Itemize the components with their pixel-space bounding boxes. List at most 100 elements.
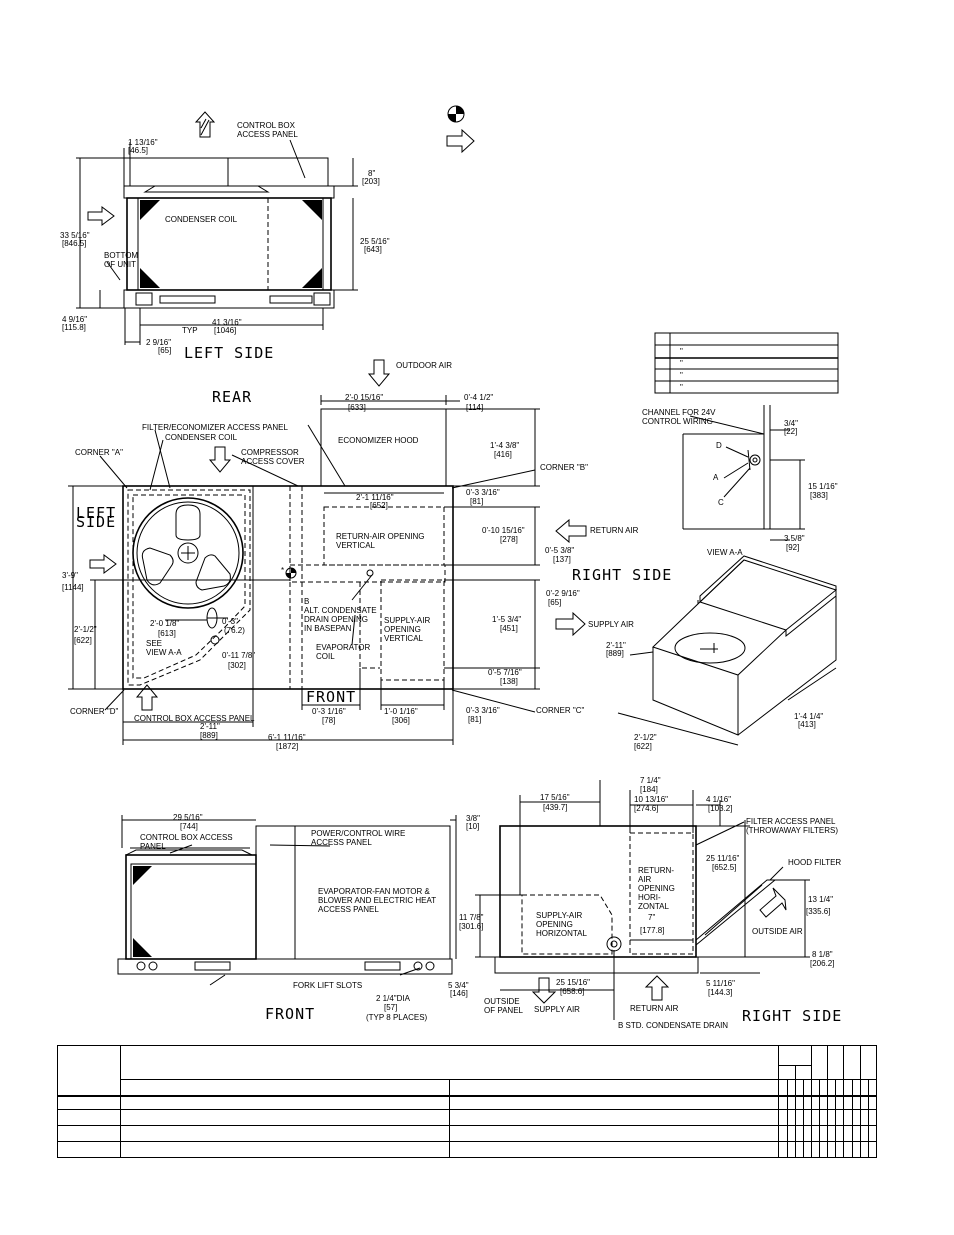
compressor-arrow-icon [208,446,232,473]
view-aa-title: VIEW A-A [707,548,743,557]
typ-label: (TYP 8 PLACES) [366,1013,428,1022]
dim-label: [846.5] [62,239,86,248]
condenser-coil-label: CONDENSER COIL [165,433,238,442]
condensate-drain-icon [606,936,622,952]
dim-label: [22] [784,427,797,436]
dim-label: [439.7] [543,803,567,812]
dim-label: [114] [466,403,483,412]
dim-label: 10 13/16" [634,795,668,804]
dim-label: (76.2) [224,626,245,635]
dim-label: 1'-4 1/4" [794,712,823,721]
dim-label: [274.6] [634,804,658,813]
dim-label: 0'-11 7/8" [222,651,255,660]
dim-label: 4 9/16" [62,315,87,324]
dim-label: [889] [606,649,624,658]
left-side-title: LEFT SIDE [184,344,274,362]
dim-label: 1'-4 3/8" [490,441,519,450]
dim-label: 3 5/8" [784,534,805,543]
dim-label: 8 1/8" [812,950,833,959]
asterisk-label: * [281,566,284,575]
dim-label: 0'-3 3/16" [466,488,500,497]
dim-label: [643] [364,245,382,254]
legend-symbols [446,105,475,154]
dim-label: 0'-4 1/2" [464,393,493,402]
lift-hole-icon [136,961,146,971]
outdoor-air-arrow-icon [87,206,115,226]
dim-label: [451] [500,624,518,633]
dim-label: 5 3/4" [448,981,469,990]
dim-label: [65] [548,598,561,607]
legend-mark: " [680,383,683,392]
condenser-coil-label: CONDENSER COIL [165,215,238,224]
dim-label: 2'-11" [606,641,626,650]
dim-label: [278] [500,535,518,544]
return-air-label: RETURN AIR [590,526,639,535]
return-air-label: RETURN AIR [630,1004,679,1013]
dim-label: [1144] [62,583,84,592]
dim-label: [413] [798,720,816,729]
top-view [68,359,587,745]
corner-a-label: CORNER "A" [75,448,123,457]
view-aa-c: C [718,498,724,507]
dim-label: [889] [200,731,218,740]
dim-label: [302] [228,661,246,670]
evap-panel-label: EVAPORATOR-FAN MOTOR &BLOWER AND ELECTRI… [318,887,436,914]
supply-air-arrow-icon [531,977,557,1004]
supply-air-arrow-icon [555,611,586,637]
dim-label: [416] [494,450,512,459]
airflow-arrow-icon [446,128,475,154]
economizer-hood-label: ECONOMIZER HOOD [338,436,419,445]
dim-label: 0'-5 7/16" [488,668,522,677]
drain-label: B STD. CONDENSATE DRAIN [618,1021,728,1030]
legend-table [654,332,839,394]
dim-label: 3'-9" [62,571,78,580]
filter-panel-label: FILTER ACCESS PANEL(THROWAWAY FILTERS) [746,817,838,835]
dim-label: 3/8" [466,814,480,823]
dim-label: [115.8] [62,323,86,332]
dim-label: 29 5/16" [173,813,203,822]
front-view [117,815,457,986]
outside-air-arrow-icon [759,887,787,918]
dim-label: 2'-0 1/8" [150,619,179,628]
dim-label: [92] [786,543,799,552]
dim-label: 11 7/8" [459,913,484,922]
dim-label: 25 5/16" [360,237,390,246]
dim-label: 0'-10 15/16" [482,526,525,535]
rear-label: REAR [212,388,252,406]
outside-air-label: OUTSIDE AIR [752,927,803,936]
dim-label: 1 13/16" [128,138,158,147]
view-aa-a: A [713,473,719,482]
dim-label: [622] [74,636,92,645]
dim-label: 2'-1/2" [634,733,657,742]
legend-mark: " [680,359,683,368]
dim-label: 1'-5 3/4" [492,615,521,624]
hood-filter-label: HOOD FILTER [788,858,841,867]
right-side-view [475,780,810,1020]
dim-label: [306] [392,716,410,725]
dim-label: 0'-2 9/16" [546,589,580,598]
right-side-label: RIGHT SIDE [572,566,672,584]
drain-fitting-icon [749,454,761,466]
dim-label: [633] [348,403,366,412]
supply-air-label: SUPPLY AIR [534,1005,580,1014]
lift-hole-icon [148,961,158,971]
dim-label: 2'-11" [200,722,220,731]
lift-hole-icon [425,961,435,971]
dia-metric-label: [57] [384,1003,397,1012]
dim-label: [10] [466,822,479,831]
front-label: FRONT [306,688,356,706]
corner-c-label: CORNER "C" [536,706,585,715]
dim-label: 25 11/16" [706,854,740,863]
dim-label: [81] [468,715,481,724]
